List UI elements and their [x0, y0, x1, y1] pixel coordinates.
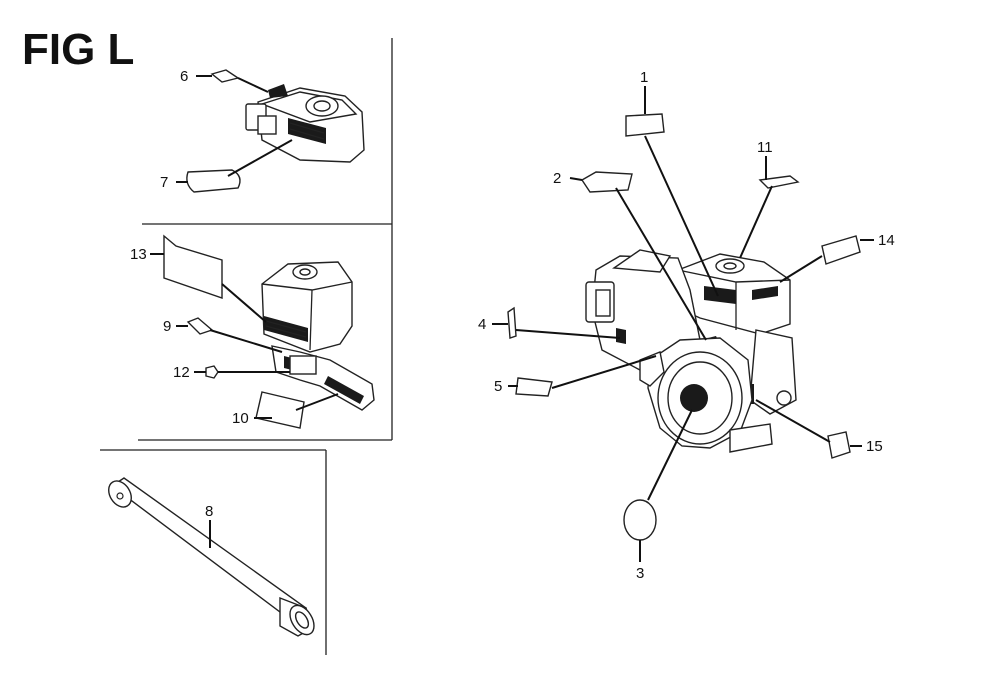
callout-3: 3 — [636, 565, 644, 582]
decal-3 — [623, 499, 657, 541]
oil-bath-air-cleaner-illustration — [261, 261, 375, 411]
decal-1 — [625, 113, 665, 137]
decal-4 — [507, 306, 517, 339]
callout-8: 8 — [205, 503, 213, 520]
decal-15 — [827, 431, 851, 459]
decal-11 — [758, 175, 800, 189]
figure-title: FIG L — [22, 25, 134, 74]
decal-12 — [205, 365, 219, 379]
decal-2 — [581, 171, 633, 193]
callout-13: 13 — [130, 246, 147, 263]
decal-5 — [515, 377, 553, 397]
callout-9: 9 — [163, 318, 171, 335]
callout-2: 2 — [553, 170, 561, 187]
callout-4: 4 — [478, 316, 486, 333]
decal-14 — [821, 235, 861, 265]
spark-plug-wrench-illustration — [108, 477, 315, 637]
panel-dividers — [100, 38, 393, 655]
decal-7 — [186, 169, 241, 193]
callout-6: 6 — [180, 68, 188, 85]
callout-7: 7 — [160, 174, 168, 191]
decal-9 — [186, 317, 214, 335]
callout-15: 15 — [866, 438, 883, 455]
engine-illustration — [585, 249, 797, 453]
callout-14: 14 — [878, 232, 895, 249]
callout-1: 1 — [640, 69, 648, 86]
callout-11: 11 — [757, 139, 773, 156]
callout-10: 10 — [232, 410, 249, 427]
decal-13 — [163, 234, 223, 299]
callout-12: 12 — [173, 364, 190, 381]
air-cleaner-cover-illustration — [245, 84, 365, 163]
decal-6 — [210, 69, 240, 83]
callout-5: 5 — [494, 378, 502, 395]
